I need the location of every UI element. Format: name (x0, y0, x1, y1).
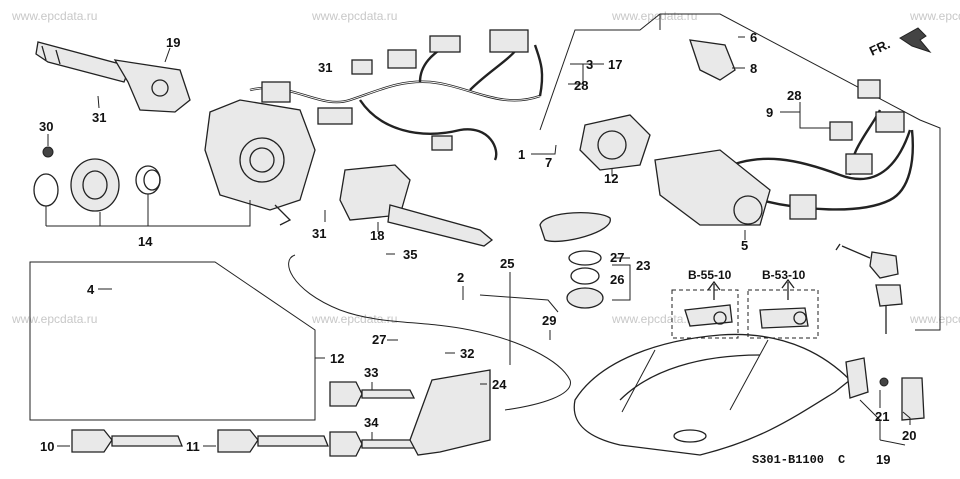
wiper-switch-17 (339, 164, 494, 247)
leader-lines (45, 36, 911, 447)
ref-label-b53: B-53-10 (762, 268, 806, 282)
callout-numbers: 19 31 30 14 4 12 31 31 18 35 27 32 2 25 … (39, 30, 916, 467)
door-lock-parts (845, 357, 925, 421)
callout-35: 35 (403, 247, 417, 262)
ref-label-b55: B-55-10 (688, 268, 732, 282)
vehicle-outline (573, 333, 851, 456)
watermark-text: www.epcdata.ru (11, 9, 97, 23)
callout-13: 12 (330, 351, 344, 366)
cable-reel-housing (204, 99, 316, 226)
callout-31a: 31 (92, 110, 106, 125)
watermark-text: www.epcdata.ru (311, 312, 397, 326)
callout-30: 30 (39, 119, 53, 134)
callout-24: 25 (500, 256, 514, 271)
callout-1: 1 (518, 147, 525, 162)
watermark-text: www.epcdata.ru (611, 9, 697, 23)
callout-14: 14 (138, 234, 153, 249)
callout-7: 7 (545, 155, 552, 170)
callout-4: 4 (87, 282, 95, 297)
callout-12: 12 (604, 171, 618, 186)
diagram-code: S301-B1100 (752, 453, 824, 467)
callout-26: 27 (610, 250, 624, 265)
callout-17: 18 (370, 228, 384, 243)
horn-contact-parts (33, 146, 161, 212)
callout-11: 11 (186, 439, 200, 454)
callout-6: 6 (750, 30, 757, 45)
callout-28a: 28 (574, 78, 588, 93)
direction-label: FR. (867, 36, 892, 58)
front-direction-arrow: FR. (867, 27, 932, 59)
callout-19: 19 (876, 452, 890, 467)
ignition-harness (719, 79, 914, 220)
lock-cylinders (684, 278, 809, 329)
group-frames (29, 13, 941, 421)
watermark-text: www.epcdata.ru (311, 9, 397, 23)
callout-20: 20 (902, 428, 916, 443)
callout-10: 10 (40, 439, 54, 454)
watermark-text: www.epcdata.ru (11, 312, 97, 326)
callout-33: 33 (364, 365, 378, 380)
callout-5: 5 (741, 238, 748, 253)
callout-23: 24 (492, 377, 507, 392)
callout-29: 29 (542, 313, 556, 328)
callout-31c: 31 (312, 226, 326, 241)
callout-32: 32 (460, 346, 474, 361)
combination-switch-18 (35, 41, 191, 113)
callout-28b: 28 (787, 88, 801, 103)
ignition-switch-12 (579, 39, 771, 226)
callout-34: 34 (364, 415, 379, 430)
callout-3: 3 (586, 57, 593, 72)
callout-31b: 31 (318, 60, 332, 75)
callout-9: 9 (766, 105, 773, 120)
key-set (71, 243, 903, 457)
watermark-text: www.epcdata.ru (909, 9, 960, 23)
diagram-code-suffix: C (838, 453, 845, 467)
watermark-text: www.epcdata.ru (909, 312, 960, 326)
release-cable-24 (288, 254, 571, 411)
callout-22: 23 (636, 258, 650, 273)
callout-25: 26 (610, 272, 624, 287)
watermark-layer: www.epcdata.ru www.epcdata.ru www.epcdata.… (11, 9, 960, 326)
main-harness (249, 29, 544, 161)
callout-21: 21 (875, 409, 889, 424)
callout-2: 2 (457, 270, 464, 285)
callout-18: 19 (166, 35, 180, 50)
keyless-parts (409, 212, 611, 456)
watermark-text: www.epcdata.ru (611, 312, 697, 326)
callout-27: 27 (372, 332, 386, 347)
callout-8: 8 (750, 61, 757, 76)
callout-16: 17 (608, 57, 622, 72)
